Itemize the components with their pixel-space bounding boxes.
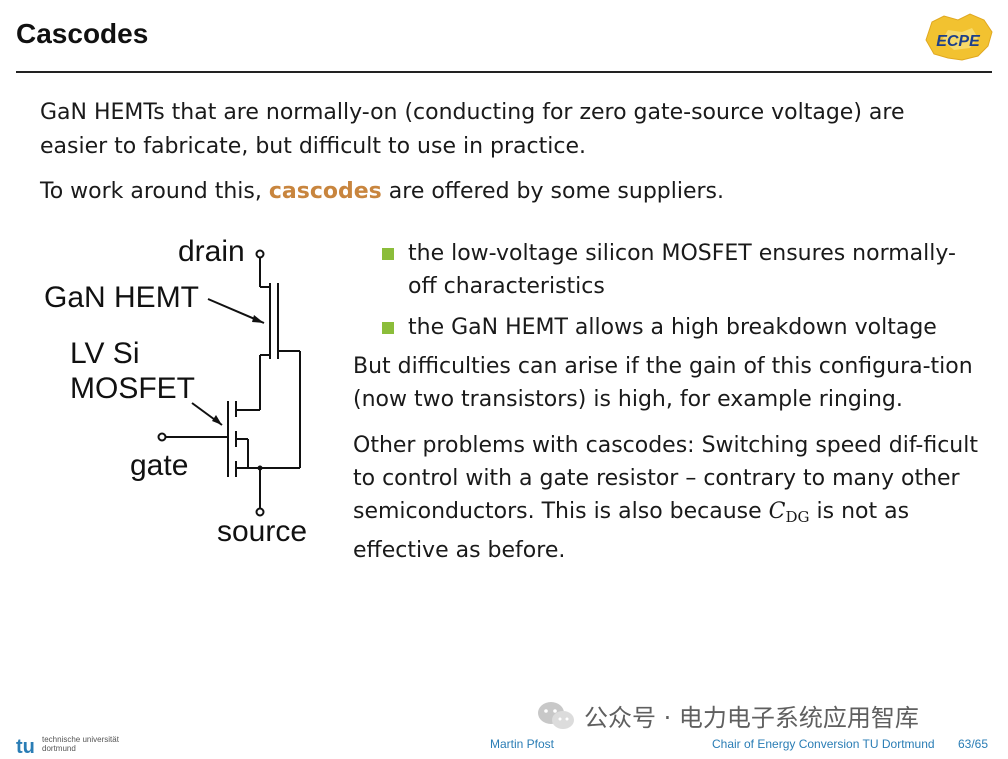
bullet-text-1: the low-voltage silicon MOSFET ensures n… [408,241,956,299]
label-source: source [217,515,307,548]
bullet-square-icon [382,322,394,334]
bullet-item-1: the low-voltage silicon MOSFET ensures n… [380,237,980,303]
body-p4-text: Other problems with cascodes: Switching … [353,433,978,524]
tu-logo-mark: tu [16,736,35,758]
wechat-icon [538,701,574,729]
title-divider [16,71,992,73]
tu-logo-text: technische universität dortmund [42,735,119,753]
junction-node [257,465,263,471]
watermark-text: 公众号 · 电力电子系统应用智库 [584,704,919,732]
footer-chair: Chair of Energy Conversion TU Dortmund [712,737,935,751]
tu-line-2: dortmund [42,744,76,753]
label-drain: drain [178,235,245,268]
footer-page-number: 63/65 [958,737,989,751]
highlight-cascodes: cascodes [268,179,382,204]
body-paragraph-2: Other problems with cascodes: Switching … [353,429,983,567]
tu-line-1: technische universität [42,735,119,744]
bullet-item-2: the GaN HEMT allows a high breakdown vol… [380,311,980,344]
intro-paragraph-1: GaN HEMTs that are normally-on (conducti… [40,100,905,159]
body-p4-end: is not as effective as before. [353,499,910,563]
cascode-circuit-diagram: drain GaN HEMT LV Si MOSFET gate source [44,235,307,548]
source-terminal [255,507,265,517]
gate-terminal [157,432,167,442]
label-gan-hemt: GaN HEMT [44,281,199,314]
logo-text: ECPE [936,33,981,50]
bullet-text-2: the GaN HEMT allows a high breakdown vol… [408,315,937,340]
label-mosfet: MOSFET [70,372,195,405]
ecpe-logo: ECPE [925,13,993,61]
bullet-list: the low-voltage silicon MOSFET ensures n… [380,237,980,352]
intro-p2-after: are offered by some suppliers. [381,179,725,204]
label-lv-si: LV Si [70,337,139,370]
slide-title: Cascodes [16,18,149,49]
drain-terminal [255,249,265,259]
body-paragraph-1: But difficulties can arise if the gain o… [353,354,973,412]
label-gate: gate [130,449,188,482]
footer-author: Martin Pfost [490,737,555,751]
intro-p2-before: To work around this, [40,179,269,204]
watermark: 公众号 · 电力电子系统应用智库 [536,698,919,733]
cdg-subscript: DG [785,508,810,526]
cdg-symbol: C [768,499,786,524]
intro-paragraph-2: To work around this, cascodes are offere… [40,175,960,209]
bullet-square-icon [382,248,394,260]
